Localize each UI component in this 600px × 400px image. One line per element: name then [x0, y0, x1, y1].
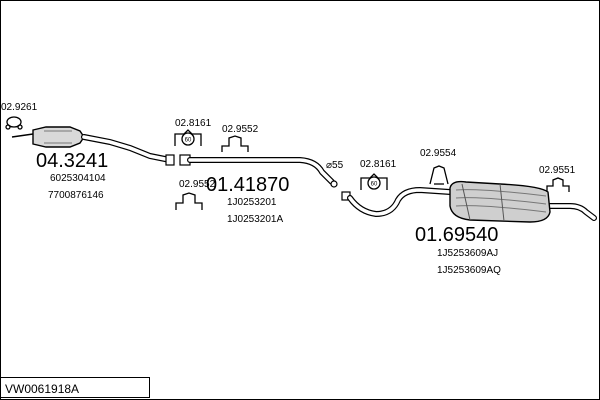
hanger-6-label: 02.9551 — [539, 165, 576, 176]
hanger-3-drawing — [175, 192, 203, 210]
rear-silencer-oem-1: 1J5253609AJ — [437, 248, 499, 259]
middle-pipe-number: 01.41870 — [206, 174, 290, 196]
rear-silencer-oem-2: 1J5253609AQ — [437, 265, 501, 276]
svg-text:60: 60 — [185, 138, 192, 144]
hanger-3-label: 02.9552 — [179, 179, 216, 190]
rear-pipe-drawing — [341, 186, 597, 221]
middle-pipe-oem-1: 1J0253201 — [227, 197, 277, 208]
rear-silencer-drawing — [449, 180, 551, 223]
front-pipe-number: 04.3241 — [36, 150, 109, 172]
hanger-2-label: 02.9552 — [222, 124, 259, 135]
svg-text:60: 60 — [371, 182, 378, 188]
diagram-code: VW0061918A — [5, 382, 80, 396]
hanger-5-drawing — [429, 165, 449, 185]
hanger-6-drawing — [546, 177, 570, 192]
hanger-4-drawing: 60 — [360, 173, 388, 190]
front-pipe-oem-2: 7700876146 — [48, 190, 104, 201]
rear-silencer-number: 01.69540 — [415, 224, 499, 246]
middle-pipe-oem-2: 1J0253201A — [227, 214, 284, 225]
pipe-diameter-label: ⌀55 — [326, 160, 344, 171]
front-pipe-drawing — [11, 126, 175, 166]
hanger-1-drawing: 60 — [174, 129, 202, 146]
hanger-4-label: 02.8161 — [360, 159, 397, 170]
front-clamp-drawing — [5, 116, 23, 130]
middle-pipe-drawing — [179, 154, 338, 188]
hanger-5-label: 02.9554 — [420, 148, 457, 159]
hanger-2-drawing — [221, 135, 249, 152]
hanger-1-label: 02.8161 — [175, 118, 212, 129]
footer-code-box: VW0061918A — [0, 377, 150, 398]
front-pipe-oem-1: 6025304104 — [50, 173, 106, 184]
front-clamp-label: 02.9261 — [1, 102, 38, 113]
